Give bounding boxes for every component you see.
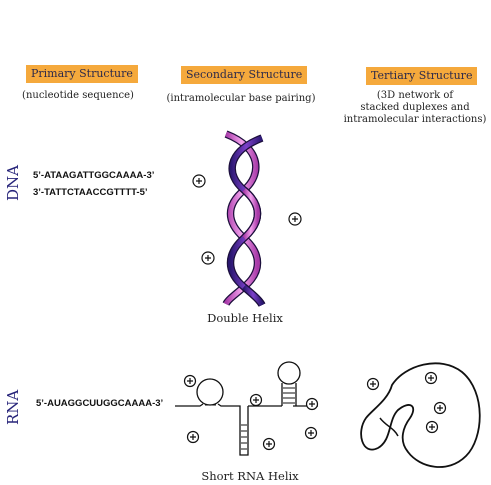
- plus-circle-icon: [366, 377, 380, 391]
- rna-sequence: 5’-AUAGGCUUGGCAAAA-3’: [36, 398, 164, 409]
- caption-double-helix: Double Helix: [207, 311, 283, 325]
- header-tertiary-structure: Tertiary Structure: [366, 67, 478, 85]
- header-secondary-structure: Secondary Structure: [181, 66, 308, 84]
- plus-circle-icon: [183, 374, 197, 388]
- plus-circle-icon: [433, 401, 447, 415]
- plus-circle-icon: [425, 420, 439, 434]
- subtitle-primary: (nucleotide sequence): [22, 90, 134, 101]
- plus-circle-icon: [304, 426, 318, 440]
- header-primary-structure: Primary Structure: [26, 65, 138, 83]
- tertiary-fold: [360, 362, 481, 468]
- dna-sequence-top: 5’-ATAAGATTGGCAAAA-3’: [33, 170, 155, 181]
- dna-sequence-bottom: 3’-TATTCTAACCGTTTT-5’: [33, 187, 148, 198]
- subtitle-tertiary-line-3: intramolecular interactions): [343, 114, 487, 125]
- caption-short-rna-helix: Short RNA Helix: [201, 469, 299, 483]
- subtitle-tertiary-line-2: stacked duplexes and: [360, 102, 470, 113]
- plus-circle-icon: [288, 212, 302, 226]
- subtitle-secondary: (intramolecular base pairing): [166, 93, 316, 104]
- plus-circle-icon: [186, 430, 200, 444]
- plus-circle-icon: [424, 371, 438, 385]
- plus-circle-icon: [201, 251, 215, 265]
- plus-circle-icon: [249, 393, 263, 407]
- plus-circle-icon: [192, 174, 206, 188]
- plus-circle-icon: [305, 397, 319, 411]
- double-helix: [222, 130, 266, 307]
- subtitle-tertiary-line-1: (3D network of: [376, 90, 454, 101]
- subtitle-tertiary: (3D network of stacked duplexes and intr…: [340, 90, 490, 126]
- plus-circle-icon: [262, 437, 276, 451]
- ions: [183, 174, 447, 451]
